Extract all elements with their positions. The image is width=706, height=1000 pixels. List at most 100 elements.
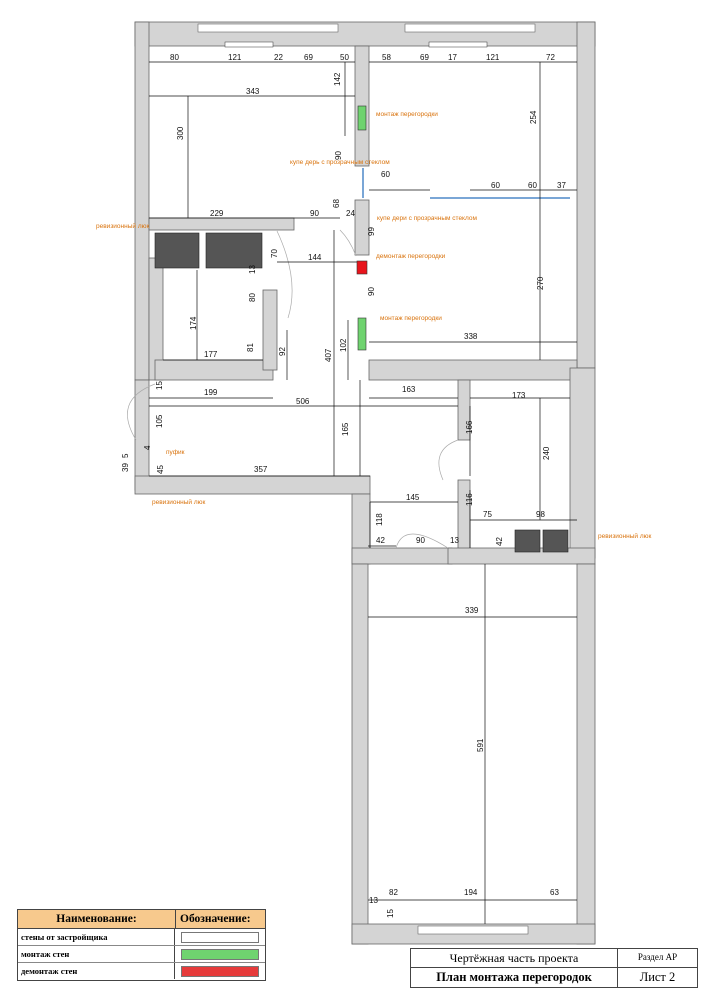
dim-label: 407 [324, 348, 333, 362]
dim-label: 15 [155, 381, 164, 390]
dim-label: 98 [536, 510, 545, 519]
legend-header: Наименование: Обозначение: [18, 910, 265, 929]
note-coupe-door-left: купе дерь с прозрачным стеклом [290, 159, 390, 166]
dimension-labels: 80 121 22 69 50 58 69 17 121 72 343 142 … [121, 53, 566, 918]
title-block-section: Раздел АР [637, 952, 678, 962]
existing-walls [134, 21, 596, 945]
dim-label: 121 [228, 53, 242, 62]
dim-label: 506 [296, 397, 310, 406]
dim-label: 69 [420, 53, 429, 62]
dim-label: 102 [339, 338, 348, 352]
dim-label: 300 [176, 126, 185, 140]
dim-label: 163 [402, 385, 416, 394]
note-revision-hatch-left: ревизионный люк [96, 222, 149, 230]
legend-row: стены от застройщика [18, 929, 265, 946]
legend-swatch-install [181, 948, 259, 960]
sliding-doors [362, 168, 570, 199]
note-wall-demolish: демонтаж перегородки [376, 253, 446, 260]
dim-label: 42 [376, 536, 385, 545]
dim-label: 13 [369, 896, 378, 905]
legend-swatch-existing [181, 931, 259, 943]
title-block-sheet: Лист 2 [639, 970, 676, 984]
note-revision-hatch-right: ревизионный люк [598, 532, 651, 540]
install-walls [357, 105, 367, 351]
dim-label: 13 [450, 536, 459, 545]
dim-label: 15 [386, 909, 395, 918]
dim-label: 105 [155, 414, 164, 428]
dim-label: 72 [546, 53, 555, 62]
dim-label: 24 [346, 209, 355, 218]
dim-label: 37 [557, 181, 566, 190]
dim-label: 90 [310, 209, 319, 218]
dim-label: 142 [333, 72, 342, 86]
radiators [224, 41, 488, 48]
legend-row-label: стены от застройщика [18, 929, 175, 945]
dim-label: 39 [121, 463, 130, 472]
dim-label: 240 [542, 446, 551, 460]
dim-label: 13 [248, 265, 257, 274]
dim-label: 118 [375, 513, 384, 526]
dim-label: 70 [270, 249, 279, 258]
dim-label: 270 [536, 276, 545, 290]
dim-label: 174 [189, 316, 198, 330]
dim-label: 165 [341, 422, 350, 436]
dim-label: 69 [304, 53, 313, 62]
dim-label: 90 [367, 287, 376, 296]
legend-row: демонтаж стен [18, 963, 265, 979]
dim-label: 99 [367, 227, 376, 236]
dim-label: 75 [483, 510, 492, 519]
dim-label: 90 [416, 536, 425, 545]
dim-label: 199 [204, 388, 218, 397]
note-revision-hatch-bottom: ревизионный люк [152, 498, 205, 506]
note-wall-install-top: монтаж перегородки [376, 111, 438, 118]
dim-label: 145 [406, 493, 420, 502]
dim-label: 254 [529, 110, 538, 124]
dim-label: 17 [448, 53, 457, 62]
dim-label: 82 [389, 888, 398, 897]
title-block: Чертёжная часть проекта Раздел АР План м… [410, 948, 698, 988]
dim-label: 60 [491, 181, 500, 190]
dim-label: 357 [254, 465, 268, 474]
dim-label: 22 [274, 53, 283, 62]
dim-label: 92 [278, 347, 287, 356]
legend-swatch-demolish [181, 965, 259, 977]
dim-label: 80 [248, 293, 257, 302]
dimension-lines [149, 61, 577, 924]
legend-row: монтаж стен [18, 946, 265, 963]
dim-label: 121 [486, 53, 500, 62]
dim-label: 144 [308, 253, 322, 262]
title-block-project: Чертёжная часть проекта [411, 949, 618, 967]
door-swings [127, 229, 459, 549]
legend-row-label: демонтаж стен [18, 963, 175, 979]
dim-label: 177 [204, 350, 218, 359]
dim-label: 60 [381, 170, 390, 179]
dim-label: 166 [465, 420, 474, 434]
title-block-title: План монтажа перегородок [411, 968, 618, 987]
dim-label: 5 [121, 453, 130, 458]
note-coupe-door-right: купе дери с прозрачным стеклом [377, 215, 477, 222]
dim-label: 81 [246, 343, 255, 352]
dim-label: 60 [528, 181, 537, 190]
legend-row-label: монтаж стен [18, 946, 175, 962]
windows [197, 23, 536, 935]
legend-table: Наименование: Обозначение: стены от заст… [17, 909, 266, 981]
dim-label: 63 [550, 888, 559, 897]
revision-hatches [154, 232, 569, 553]
plan-annotations: монтаж перегородки купе дерь с прозрачны… [96, 111, 651, 540]
dim-label: 194 [464, 888, 478, 897]
dim-label: 58 [382, 53, 391, 62]
dim-label: 338 [464, 332, 478, 341]
dim-label: 80 [170, 53, 179, 62]
legend-header-symbol: Обозначение: [176, 910, 265, 928]
dim-label: 173 [512, 391, 526, 400]
dim-label: 42 [495, 537, 504, 546]
dim-label: 343 [246, 87, 260, 96]
dim-label: 50 [340, 53, 349, 62]
dim-label: 68 [332, 199, 341, 208]
dim-label: 4 [143, 445, 152, 450]
note-pouf: пуфик [166, 449, 185, 456]
dim-label: 90 [334, 151, 343, 160]
note-wall-install-mid: монтаж перегородки [380, 315, 442, 322]
dim-label: 339 [465, 606, 479, 615]
